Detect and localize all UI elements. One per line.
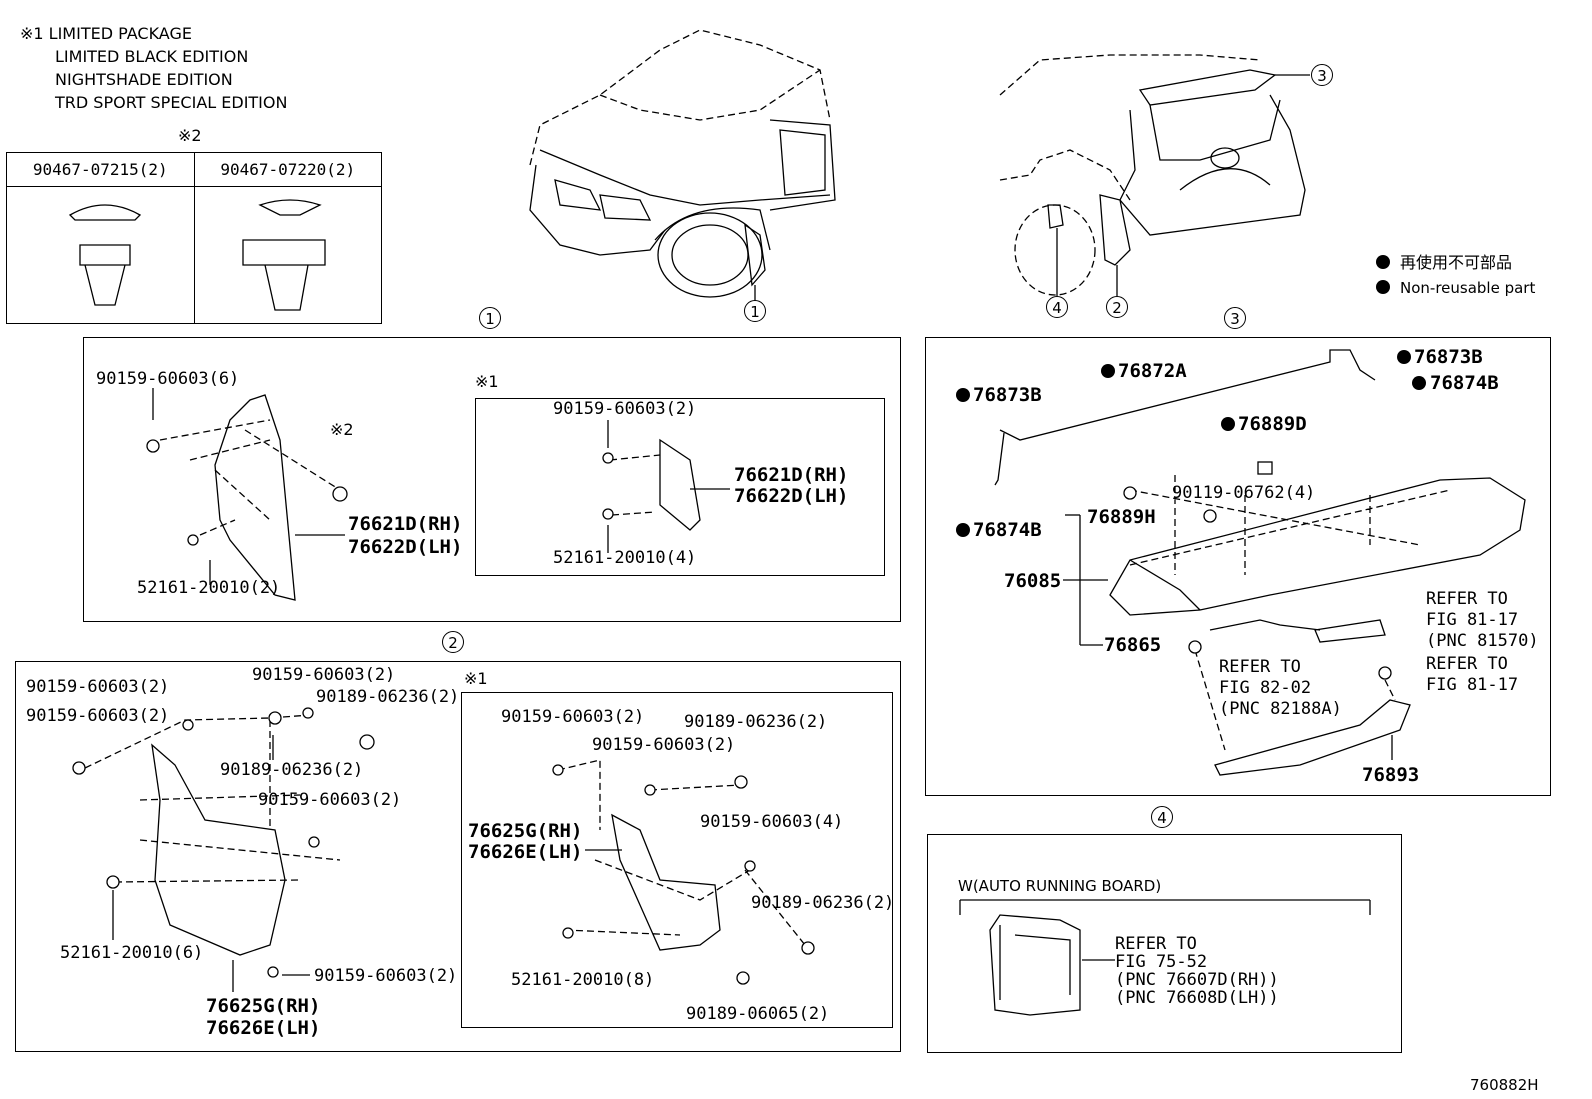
s3-90119[interactable]: 90119-06762(4)	[1172, 483, 1316, 503]
s4-ref-line2[interactable]: FIG 75-52	[1115, 952, 1208, 972]
s3-76865[interactable]: 76865	[1104, 634, 1162, 656]
s3-ref1-line2[interactable]: FIG 81-17	[1426, 610, 1519, 630]
s3-ref3-line1[interactable]: REFER TO	[1219, 657, 1301, 677]
s1v-clip-label[interactable]: 52161-20010(4)	[553, 548, 697, 568]
s3-76873b-right[interactable]: 76873B	[1414, 346, 1483, 368]
clip-2-label: 90467-07220(2)	[193, 152, 382, 187]
note1-line-3: NIGHTSHADE EDITION	[55, 70, 233, 89]
s3-ref2-line2[interactable]: FIG 81-17	[1426, 675, 1519, 695]
non-reusable-dot-icon	[1101, 364, 1115, 378]
non-reusable-dot-icon	[1221, 417, 1235, 431]
s3-76872a[interactable]: 76872A	[1118, 360, 1187, 382]
legend-en: Non-reusable part	[1400, 279, 1536, 297]
s1v-part-rh[interactable]: 76621D(RH)	[734, 464, 849, 486]
section-3-artwork	[994, 349, 1526, 776]
s3-76873b-left[interactable]: 76873B	[973, 384, 1042, 406]
s2-label-c[interactable]: 90159-60603(2)	[252, 665, 396, 685]
s4-ref-line4[interactable]: (PNC 76608D(LH))	[1115, 988, 1279, 1008]
s4-ref-line1[interactable]: REFER TO	[1115, 934, 1197, 954]
non-reusable-dot-icon	[956, 523, 970, 537]
clip-1-label: 90467-07215(2)	[6, 152, 195, 187]
s2-label-e[interactable]: 90189-06236(2)	[220, 760, 364, 780]
note1-line-2: LIMITED BLACK EDITION	[55, 47, 249, 66]
clip-1-cell	[6, 186, 195, 324]
section-1-artwork	[146, 388, 730, 601]
s1-part-lh[interactable]: 76622D(LH)	[348, 536, 463, 558]
s2-label-d[interactable]: 90189-06236(2)	[316, 687, 460, 707]
section-1-variant-box	[475, 398, 885, 576]
s3-76085[interactable]: 76085	[1004, 570, 1062, 592]
s2v-label-c[interactable]: 90159-60603(2)	[592, 735, 736, 755]
non-reusable-dot-icon	[1376, 280, 1390, 294]
non-reusable-dot-icon	[1412, 376, 1426, 390]
s3-ref3-line3[interactable]: (PNC 82188A)	[1219, 699, 1342, 719]
s2-label-f[interactable]: 90159-60603(2)	[258, 790, 402, 810]
s3-ref2-line1[interactable]: REFER TO	[1426, 654, 1508, 674]
s3-ref1-line3[interactable]: (PNC 81570)	[1426, 631, 1539, 651]
s3-76893[interactable]: 76893	[1362, 764, 1420, 786]
s3-76889d[interactable]: 76889D	[1238, 413, 1307, 435]
s2v-label-b[interactable]: 90189-06236(2)	[684, 712, 828, 732]
legend-jp: 再使用不可部品	[1400, 253, 1513, 272]
section-4-header: 4	[1151, 806, 1173, 828]
s1v-part-lh[interactable]: 76622D(LH)	[734, 485, 849, 507]
s1v-bolt-label[interactable]: 90159-60603(2)	[553, 399, 697, 419]
section-2-header: 2	[442, 631, 464, 653]
clip-2-cell	[193, 186, 382, 324]
s2v-label-g[interactable]: 90189-06065(2)	[686, 1004, 830, 1024]
non-reusable-dot-icon	[956, 388, 970, 402]
s1-note2-mark: ※2	[330, 420, 354, 439]
s2-label-h[interactable]: 90159-60603(2)	[314, 966, 458, 986]
s2v-label-e[interactable]: 90189-06236(2)	[751, 893, 895, 913]
diagram-id: 760882H	[1470, 1076, 1539, 1094]
s4-ref-line3[interactable]: (PNC 76607D(RH))	[1115, 970, 1279, 990]
note2-mark: ※2	[178, 126, 202, 145]
non-reusable-dot-icon	[1397, 350, 1411, 364]
section-2-panel	[15, 661, 901, 1052]
non-reusable-dot-icon	[1376, 255, 1390, 269]
rear-vehicle-illustration	[999, 54, 1310, 296]
section-2-artwork	[72, 707, 815, 992]
s1-bolt-label[interactable]: 90159-60603(6)	[96, 369, 240, 389]
front-vehicle-illustration	[529, 29, 836, 302]
s2-label-a[interactable]: 90159-60603(2)	[26, 677, 170, 697]
vehicle-callout-4[interactable]: 4	[1046, 296, 1068, 318]
section-3-header: 3	[1224, 307, 1246, 329]
note1-line-1: ※1 LIMITED PACKAGE	[20, 24, 192, 43]
vehicle-callout-2[interactable]: 2	[1106, 296, 1128, 318]
s1-part-rh[interactable]: 76621D(RH)	[348, 513, 463, 535]
section-4-artwork	[959, 899, 1371, 1016]
s1-variant-mark: ※1	[475, 372, 499, 391]
s2-part-rh[interactable]: 76625G(RH)	[206, 995, 321, 1017]
section-1-panel	[83, 337, 901, 622]
section-2-variant-box	[461, 692, 893, 1028]
s3-ref3-line2[interactable]: FIG 82-02	[1219, 678, 1312, 698]
s2v-label-d[interactable]: 90159-60603(4)	[700, 812, 844, 832]
s3-ref1-line1[interactable]: REFER TO	[1426, 589, 1508, 609]
s2-part-lh[interactable]: 76626E(LH)	[206, 1017, 321, 1039]
clip-table: 90467-07215(2) 90467-07220(2)	[6, 152, 382, 324]
vehicle-callout-3[interactable]: 3	[1311, 64, 1333, 86]
section-1-header: 1	[479, 307, 501, 329]
s2v-part-lh[interactable]: 76626E(LH)	[468, 841, 583, 863]
note1-line-4: TRD SPORT SPECIAL EDITION	[55, 93, 288, 112]
section-3-panel	[925, 337, 1551, 796]
s3-76874b-left[interactable]: 76874B	[973, 519, 1042, 541]
section-4-panel	[927, 834, 1402, 1053]
s4-header: W(AUTO RUNNING BOARD)	[958, 877, 1162, 895]
vehicle-callout-1[interactable]: 1	[744, 300, 766, 322]
s2v-part-rh[interactable]: 76625G(RH)	[468, 820, 583, 842]
s2-label-g[interactable]: 52161-20010(6)	[60, 943, 204, 963]
s2v-label-f[interactable]: 52161-20010(8)	[511, 970, 655, 990]
s2v-label-a[interactable]: 90159-60603(2)	[501, 707, 645, 727]
s2-label-b[interactable]: 90159-60603(2)	[26, 706, 170, 726]
s3-76889h[interactable]: 76889H	[1087, 506, 1156, 528]
s2-variant-mark: ※1	[464, 669, 488, 688]
s1-clip-label[interactable]: 52161-20010(2)	[137, 578, 281, 598]
s3-76874b-right[interactable]: 76874B	[1430, 372, 1499, 394]
